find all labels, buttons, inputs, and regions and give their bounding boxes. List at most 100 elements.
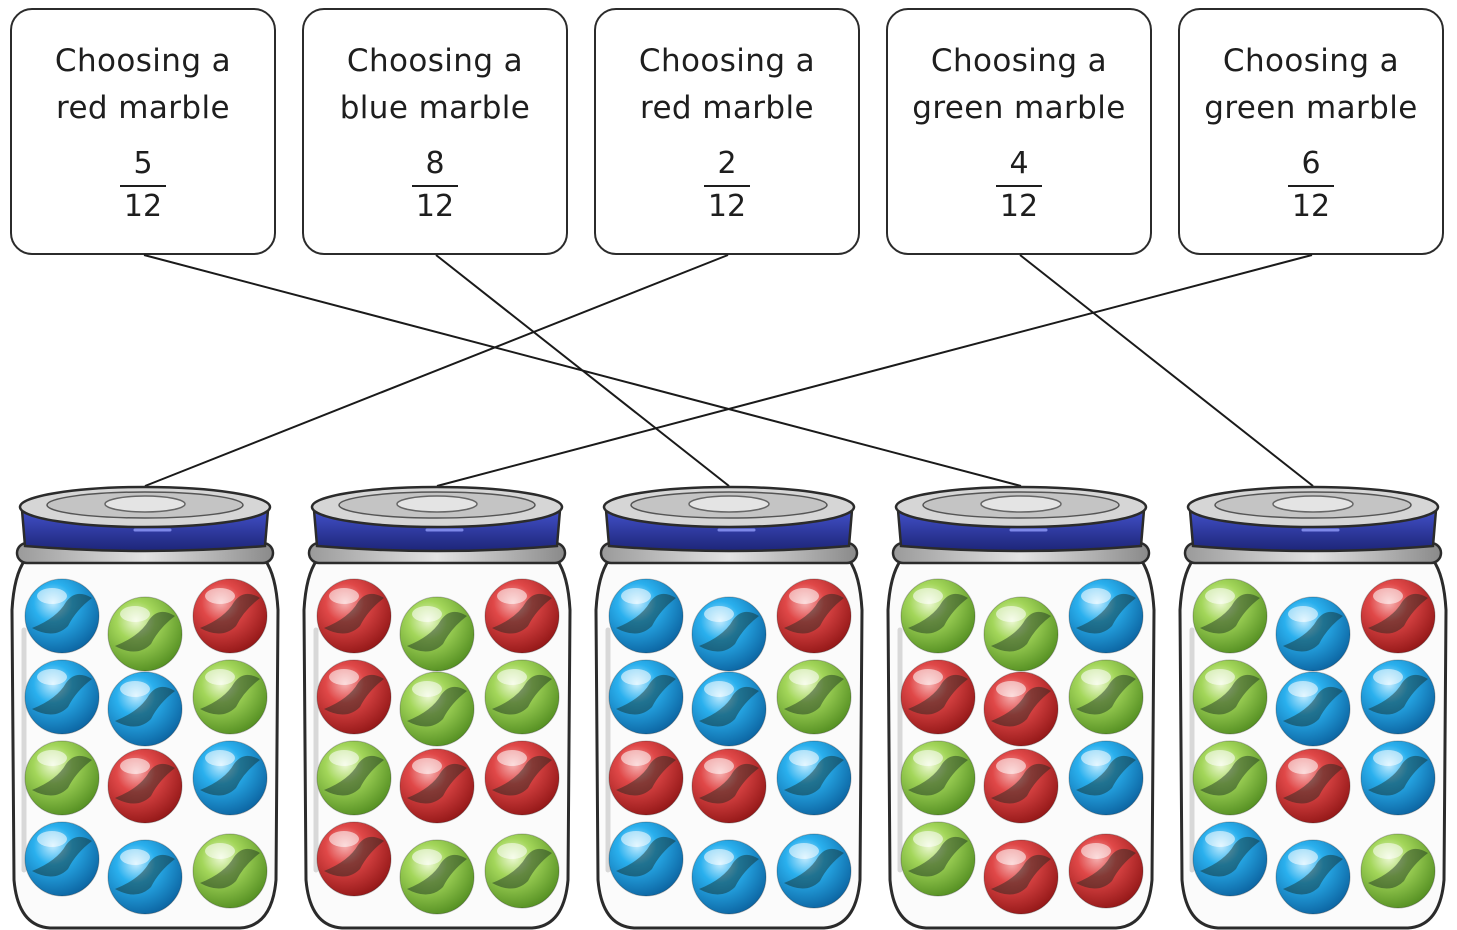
- green-marble: [192, 659, 268, 735]
- jar-lid-center: [688, 495, 770, 513]
- red-marble: [983, 748, 1059, 824]
- card-choosing-blue-8: Choosing a blue marble 8 12: [302, 8, 568, 255]
- card-line-1: Choosing a: [54, 43, 232, 79]
- blue-marble: [1068, 740, 1144, 816]
- green-marble: [192, 833, 268, 909]
- blue-marble: [691, 839, 767, 915]
- red-marble: [399, 748, 475, 824]
- jar-lid-center: [980, 495, 1062, 513]
- green-marble: [776, 659, 852, 735]
- red-marble: [983, 839, 1059, 915]
- card-line-2: green marble: [1204, 90, 1418, 126]
- fraction-numerator: 4: [1009, 146, 1029, 181]
- green-marble: [484, 659, 560, 735]
- red-marble: [484, 578, 560, 654]
- red-marble: [192, 578, 268, 654]
- blue-marble: [192, 740, 268, 816]
- card-line-1: Choosing a: [346, 43, 524, 79]
- fraction-bar: [411, 185, 459, 187]
- marble-jar: [1178, 485, 1448, 930]
- blue-marble: [776, 833, 852, 909]
- red-marble: [776, 578, 852, 654]
- red-marble: [316, 821, 392, 897]
- card-line-2: red marble: [56, 90, 230, 126]
- fraction-bar: [703, 185, 751, 187]
- fraction-bar: [1287, 185, 1335, 187]
- card-line-1: Choosing a: [930, 43, 1108, 79]
- card-line-2: blue marble: [339, 90, 531, 126]
- card-line-2: red marble: [640, 90, 814, 126]
- marble-jar: [886, 485, 1156, 930]
- green-marble: [1360, 833, 1436, 909]
- marble-jar: [10, 485, 280, 930]
- jar-lid-center: [396, 495, 478, 513]
- jar-lid-center: [1272, 495, 1354, 513]
- fraction-numerator: 5: [133, 146, 153, 181]
- green-marble: [1192, 578, 1268, 654]
- red-marble: [691, 748, 767, 824]
- red-marble: [900, 659, 976, 735]
- fraction-bar: [995, 185, 1043, 187]
- card-choosing-green-6: Choosing a green marble 6 12: [1178, 8, 1444, 255]
- blue-marble: [24, 578, 100, 654]
- fraction-numerator: 6: [1301, 146, 1321, 181]
- blue-marble: [107, 671, 183, 747]
- probability-fraction: 4 12: [995, 146, 1043, 225]
- green-marble: [316, 740, 392, 816]
- green-marble: [900, 740, 976, 816]
- card-choosing-red-5: Choosing a red marble 5 12: [10, 8, 276, 255]
- card-line-1: Choosing a: [1222, 43, 1400, 79]
- jar-lid-center: [104, 495, 186, 513]
- blue-marble: [1068, 578, 1144, 654]
- red-marble: [608, 740, 684, 816]
- green-marble: [983, 596, 1059, 672]
- blue-marble: [24, 659, 100, 735]
- red-marble: [316, 578, 392, 654]
- green-marble: [484, 833, 560, 909]
- red-marble: [107, 748, 183, 824]
- fraction-denominator: 12: [123, 189, 163, 224]
- blue-marble: [691, 596, 767, 672]
- fraction-denominator: 12: [1291, 189, 1331, 224]
- red-marble: [316, 659, 392, 735]
- green-marble: [24, 740, 100, 816]
- green-marble: [1192, 659, 1268, 735]
- blue-marble: [24, 821, 100, 897]
- probability-fraction: 5 12: [119, 146, 167, 225]
- card-line-1: Choosing a: [638, 43, 816, 79]
- green-marble: [900, 578, 976, 654]
- green-marble: [399, 596, 475, 672]
- connection-line: [1019, 254, 1314, 487]
- blue-marble: [608, 821, 684, 897]
- blue-marble: [691, 671, 767, 747]
- blue-marble: [1275, 839, 1351, 915]
- blue-marble: [1275, 671, 1351, 747]
- fraction-denominator: 12: [415, 189, 455, 224]
- blue-marble: [1275, 596, 1351, 672]
- green-marble: [1192, 740, 1268, 816]
- card-choosing-red-2: Choosing a red marble 2 12: [594, 8, 860, 255]
- connection-lines: [143, 254, 1314, 487]
- jars: [10, 485, 1448, 930]
- probability-fraction: 8 12: [411, 146, 459, 225]
- marble-jar: [302, 485, 572, 930]
- connection-line: [436, 254, 1313, 487]
- fraction-denominator: 12: [707, 189, 747, 224]
- red-marble: [1360, 578, 1436, 654]
- card-choosing-green-4: Choosing a green marble 4 12: [886, 8, 1152, 255]
- blue-marble: [1360, 740, 1436, 816]
- connection-line: [435, 254, 730, 487]
- red-marble: [983, 671, 1059, 747]
- blue-marble: [776, 740, 852, 816]
- green-marble: [900, 821, 976, 897]
- connection-line: [144, 254, 729, 487]
- blue-marble: [1192, 821, 1268, 897]
- marble-jar: [594, 485, 864, 930]
- fraction-bar: [119, 185, 167, 187]
- green-marble: [1068, 659, 1144, 735]
- red-marble: [1068, 833, 1144, 909]
- red-marble: [484, 740, 560, 816]
- card-line-2: green marble: [912, 90, 1126, 126]
- green-marble: [399, 839, 475, 915]
